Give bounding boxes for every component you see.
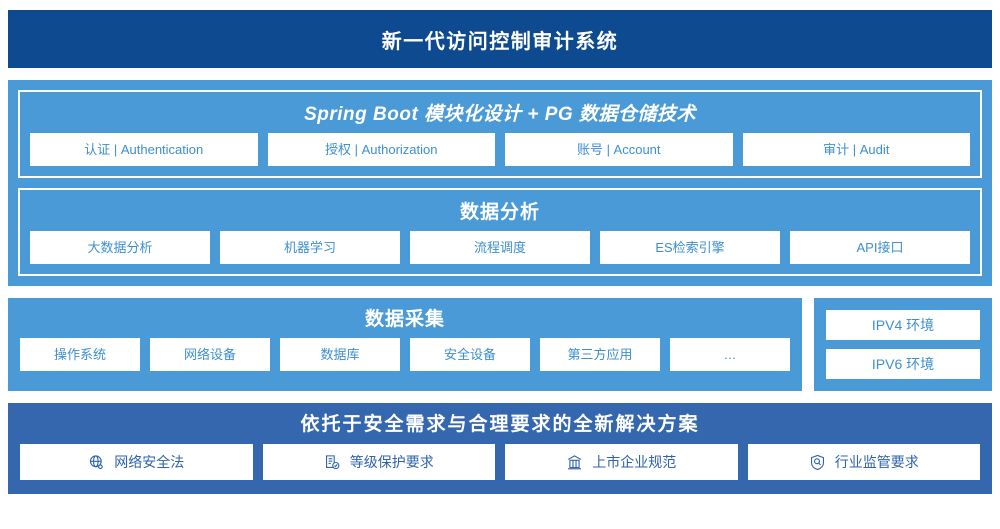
chip-authentication[interactable]: 认证 | Authentication xyxy=(30,133,258,166)
chip-database[interactable]: 数据库 xyxy=(280,338,400,371)
chip-big-data-analysis[interactable]: 大数据分析 xyxy=(30,231,210,264)
chip-third-party-application[interactable]: 第三方应用 xyxy=(540,338,660,371)
chip-label: 等级保护要求 xyxy=(349,454,434,470)
chip-label: 网络安全法 xyxy=(114,454,185,470)
chip-listed-enterprise-standard[interactable]: 上市企业规范 xyxy=(505,444,738,480)
collection-panel-title: 数据采集 xyxy=(364,309,445,330)
bank-building-icon xyxy=(566,454,583,471)
chip-security-device[interactable]: 安全设备 xyxy=(410,338,530,371)
chip-process-scheduling[interactable]: 流程调度 xyxy=(410,231,590,264)
chip-api-interface[interactable]: API接口 xyxy=(790,231,970,264)
platform-and-analysis-slab: Spring Boot 模块化设计 + PG 数据仓储技术 认证 | Authe… xyxy=(8,80,992,286)
chip-operating-system[interactable]: 操作系统 xyxy=(20,338,140,371)
chip-network-device[interactable]: 网络设备 xyxy=(150,338,270,371)
chip-es-search-engine[interactable]: ES检索引擎 xyxy=(600,231,780,264)
environment-panel: IPV4 环境 IPV6 环境 xyxy=(814,298,992,391)
chip-account[interactable]: 账号 | Account xyxy=(505,133,733,166)
chip-graded-protection-requirement[interactable]: 等级保护要求 xyxy=(262,444,495,480)
chip-ipv4-environment[interactable]: IPV4 环境 xyxy=(826,310,980,340)
chip-label: 上市企业规范 xyxy=(592,454,677,470)
platform-panel: Spring Boot 模块化设计 + PG 数据仓储技术 认证 | Authe… xyxy=(18,90,982,178)
chip-ipv6-environment[interactable]: IPV6 环境 xyxy=(826,349,980,379)
compliance-chip-row: 网络安全法 等级保护要求 xyxy=(20,444,980,480)
collection-chip-row: 操作系统 网络设备 数据库 安全设备 第三方应用 … xyxy=(20,338,790,371)
collection-row: 数据采集 操作系统 网络设备 数据库 安全设备 第三方应用 … IPV4 环境 … xyxy=(8,298,992,391)
chip-industry-regulation-requirement[interactable]: 行业监管要求 xyxy=(747,444,980,480)
compliance-panel-title: 依托于安全需求与合理要求的全新解决方案 xyxy=(300,414,700,435)
chip-machine-learning[interactable]: 机器学习 xyxy=(220,231,400,264)
document-check-icon xyxy=(324,454,341,471)
chip-cybersecurity-law[interactable]: 网络安全法 xyxy=(20,444,253,480)
analysis-chip-row: 大数据分析 机器学习 流程调度 ES检索引擎 API接口 xyxy=(30,231,970,264)
page-title: 新一代访问控制审计系统 xyxy=(381,30,619,53)
analysis-panel: 数据分析 大数据分析 机器学习 流程调度 ES检索引擎 API接口 xyxy=(18,188,982,276)
chip-authorization[interactable]: 授权 | Authorization xyxy=(267,133,495,166)
globe-icon xyxy=(88,454,105,471)
chip-label: 行业监管要求 xyxy=(834,454,919,470)
shield-search-icon xyxy=(809,454,826,471)
header-bar: 新一代访问控制审计系统 xyxy=(8,10,992,68)
analysis-panel-title: 数据分析 xyxy=(459,202,540,223)
collection-panel: 数据采集 操作系统 网络设备 数据库 安全设备 第三方应用 … xyxy=(8,298,802,391)
platform-chip-row: 认证 | Authentication 授权 | Authorization 账… xyxy=(30,133,970,166)
chip-more-ellipsis[interactable]: … xyxy=(670,338,790,371)
chip-audit[interactable]: 审计 | Audit xyxy=(742,133,970,166)
compliance-panel: 依托于安全需求与合理要求的全新解决方案 网络安全法 xyxy=(8,403,992,494)
platform-panel-title: Spring Boot 模块化设计 + PG 数据仓储技术 xyxy=(304,104,696,125)
